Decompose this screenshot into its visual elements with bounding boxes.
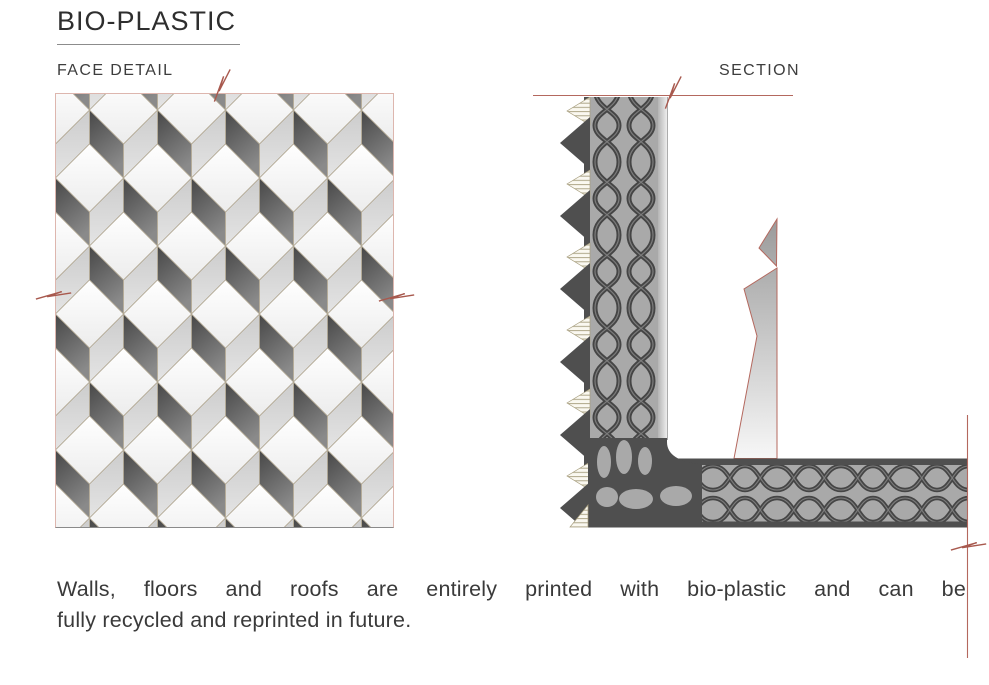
section-label: SECTION: [719, 62, 800, 79]
wall-inner-strip: [658, 97, 668, 440]
curtain-shape: [733, 217, 778, 459]
face-detail-label: FACE DETAIL: [57, 62, 174, 79]
corner-junction: [569, 438, 702, 528]
page-title: BIO-PLASTIC: [57, 6, 241, 45]
description-line-1: Walls, floors and roofs are entirely pri…: [57, 577, 966, 601]
floor-lattice: [652, 458, 967, 528]
break-mark-section-right: [950, 530, 987, 564]
wall-edge-teeth: [559, 97, 591, 527]
section-drawing: [533, 75, 987, 658]
description-line-2: fully recycled and reprinted in future.: [57, 608, 412, 632]
face-detail-panel: [55, 93, 394, 528]
face-detail-drawing: [35, 68, 415, 528]
wall-lattice: [590, 97, 658, 448]
